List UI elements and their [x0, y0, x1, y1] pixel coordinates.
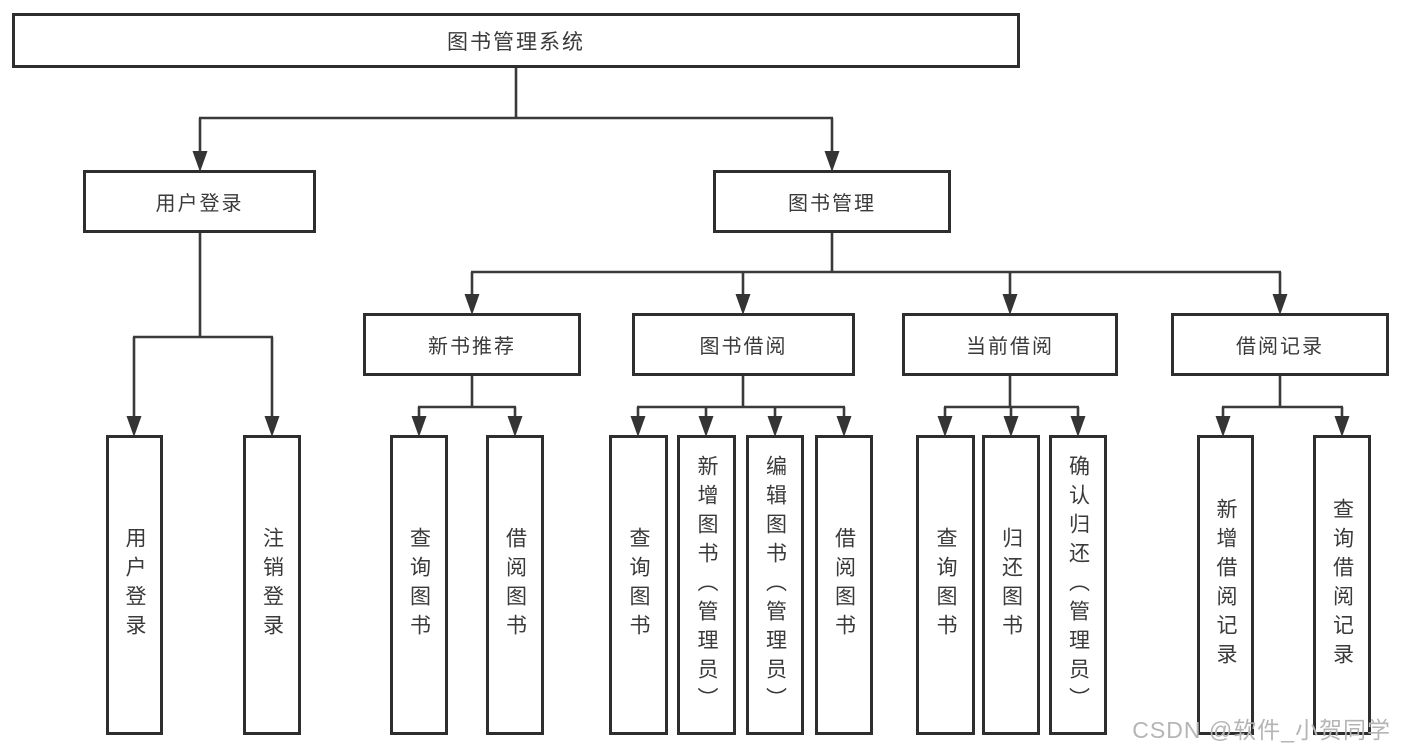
node-label: 新增借阅记录 [1214, 498, 1237, 672]
node-label: 用户登录 [155, 193, 244, 215]
node-label: 编辑图书（管理员） [763, 454, 787, 716]
connector-new-book-recommend-to-leaves [411, 376, 523, 437]
leaf-confirm-return-admin: 确认归还（管理员） [1049, 435, 1107, 735]
connector-root-to-level2 [192, 68, 840, 172]
node-label: 图书管理系统 [447, 30, 585, 54]
connector-user-login-to-leaves [126, 233, 280, 437]
leaf-add-borrow-record: 新增借阅记录 [1197, 435, 1254, 735]
leaf-query-books-recommend: 查询图书 [390, 435, 448, 735]
leaf-borrow-books-recommend: 借阅图书 [486, 435, 544, 735]
leaf-add-book-admin: 新增图书（管理员） [677, 435, 736, 735]
node-label: 确认归还（管理员） [1066, 454, 1090, 716]
leaf-query-books-borrowing: 查询图书 [609, 435, 668, 735]
node-label: 查询图书 [934, 527, 957, 643]
leaf-return-book: 归还图书 [982, 435, 1040, 735]
node-current-borrowing: 当前借阅 [902, 313, 1118, 376]
node-new-book-recommend: 新书推荐 [363, 313, 581, 376]
leaf-borrow-books: 借阅图书 [815, 435, 873, 735]
node-label: 图书管理 [788, 193, 876, 215]
node-label: 注销登录 [260, 527, 284, 643]
node-book-borrowing: 图书借阅 [632, 313, 855, 376]
node-label: 查询图书 [627, 527, 650, 643]
leaf-query-books-current: 查询图书 [916, 435, 975, 735]
connector-book-management-to-level3 [464, 233, 1288, 315]
node-label: 借阅图书 [832, 527, 856, 643]
node-borrowing-records: 借阅记录 [1171, 313, 1389, 376]
node-label: 新增图书（管理员） [695, 454, 718, 716]
node-label: 借阅记录 [1236, 336, 1324, 358]
node-label: 用户登录 [123, 527, 146, 643]
node-label: 当前借阅 [966, 336, 1054, 358]
node-label: 查询图书 [407, 527, 431, 643]
node-library-management-system: 图书管理系统 [12, 13, 1020, 68]
node-label: 查询借阅记录 [1330, 498, 1354, 672]
node-label: 借阅图书 [503, 527, 527, 643]
node-user-login: 用户登录 [83, 170, 316, 233]
node-book-management: 图书管理 [713, 170, 951, 233]
connector-borrowing-records-to-leaves [1215, 376, 1350, 437]
connector-current-borrowing-to-leaves [937, 376, 1086, 437]
leaf-user-login: 用户登录 [106, 435, 163, 735]
node-label: 归还图书 [999, 527, 1023, 643]
csdn-watermark: CSDN @软件_小贺同学 [1132, 717, 1391, 743]
leaf-edit-book-admin: 编辑图书（管理员） [746, 435, 804, 735]
leaf-logout: 注销登录 [243, 435, 301, 735]
node-label: 图书借阅 [699, 336, 788, 358]
leaf-query-borrow-record: 查询借阅记录 [1313, 435, 1371, 735]
node-label: 新书推荐 [428, 336, 516, 358]
connector-book-borrowing-to-leaves [630, 376, 852, 437]
